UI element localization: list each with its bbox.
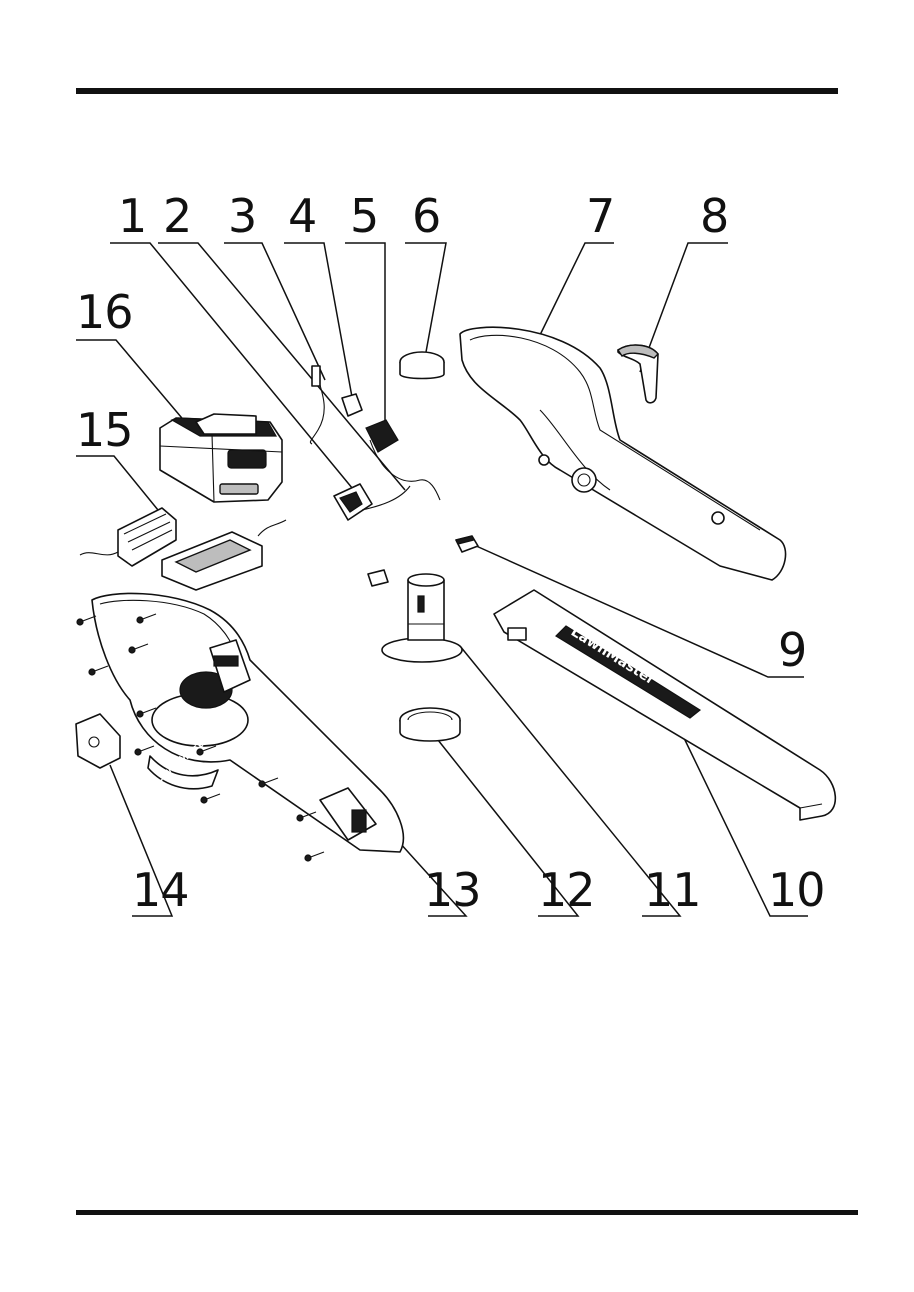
callout-3: 3 xyxy=(228,189,256,243)
callout-5: 5 xyxy=(350,189,378,243)
leader-3 xyxy=(224,243,325,380)
callout-8: 8 xyxy=(700,189,728,243)
callout-16: 16 xyxy=(76,285,133,339)
leader-7 xyxy=(540,243,614,335)
callout-14: 14 xyxy=(132,863,189,917)
end-cap xyxy=(76,714,120,768)
charger xyxy=(80,508,286,590)
ring-clip xyxy=(400,352,444,379)
callout-13: 13 xyxy=(424,863,481,917)
battery-pack xyxy=(160,414,282,502)
switch-wiring xyxy=(310,366,440,520)
cover-cap xyxy=(618,345,658,403)
callout-4: 4 xyxy=(288,189,316,243)
leader-15 xyxy=(76,456,158,510)
callout-1: 1 xyxy=(118,189,146,243)
seal-ring xyxy=(400,708,460,741)
callout-12: 12 xyxy=(538,863,595,917)
callout-10: 10 xyxy=(768,863,825,917)
blower-body: LawnMaster xyxy=(92,593,403,852)
leader-6 xyxy=(405,243,446,352)
callout-6: 6 xyxy=(412,189,440,243)
callout-7: 7 xyxy=(586,189,614,243)
callout-11: 11 xyxy=(644,863,701,917)
callout-15: 15 xyxy=(76,403,133,457)
callout-9: 9 xyxy=(778,623,806,677)
motor xyxy=(382,574,462,662)
callout-2: 2 xyxy=(163,189,191,243)
housing-half xyxy=(460,327,786,580)
